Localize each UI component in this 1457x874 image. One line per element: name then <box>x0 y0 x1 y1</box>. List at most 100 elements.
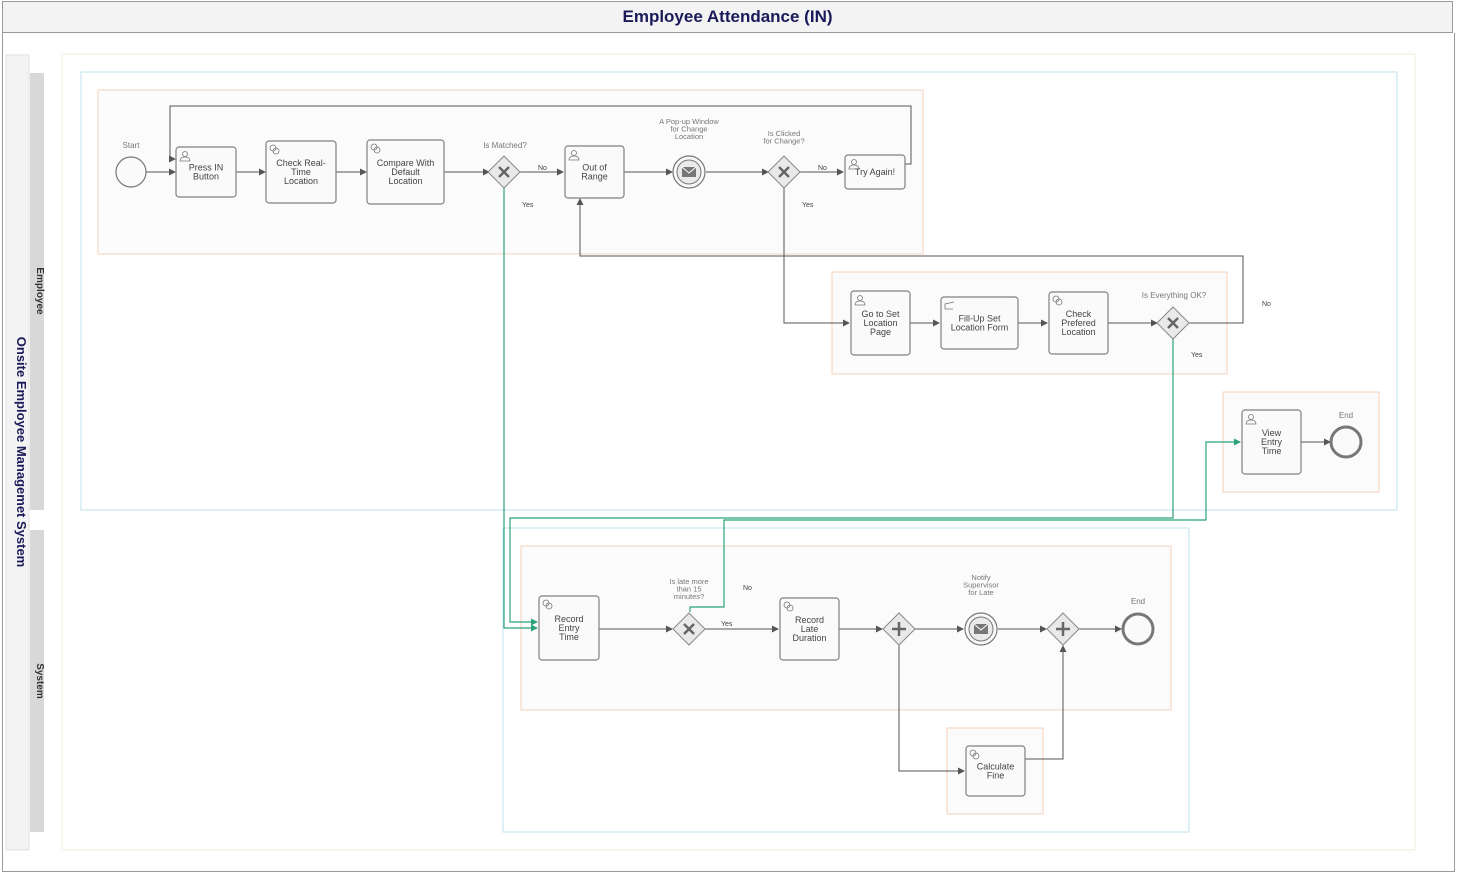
system-lane-container <box>502 527 1190 833</box>
flow-label-yes-late: Yes <box>721 621 733 628</box>
flow-label-yes-clicked: Yes <box>802 202 814 209</box>
task-label-line: Fine <box>987 771 1005 781</box>
notify-message-event <box>964 612 998 646</box>
task-label-line: Entry <box>1261 437 1283 447</box>
lane-bar-employee <box>30 73 44 510</box>
task-label-line: Calculate <box>977 762 1015 772</box>
task-label-line: Time <box>1262 446 1282 456</box>
popup-message-event <box>672 155 706 189</box>
annotation-line: for Late <box>968 588 993 597</box>
annotation-line: for Change <box>670 125 707 134</box>
user-task-icon <box>568 150 580 161</box>
diagram-title: Employee Attendance (IN) <box>622 7 833 26</box>
task-label-line: Record <box>554 614 583 624</box>
task-label-line: Location Form <box>951 323 1009 333</box>
task-label-line: Time <box>291 167 311 177</box>
annotation-line: Location <box>675 132 703 141</box>
task-label-line: Late <box>801 624 819 634</box>
service-task-icon <box>370 143 381 154</box>
sequence-flows <box>146 105 1331 775</box>
task-label-line: Range <box>581 172 608 182</box>
start-label: Start <box>123 141 141 150</box>
flow-label-no-matched: No <box>538 165 547 172</box>
end-event-system: End <box>1121 597 1155 646</box>
annotation-line: for Change? <box>763 137 804 146</box>
task-try-again: Try Again! <box>844 154 906 190</box>
task-label-line: Fill-Up Set <box>958 314 1001 324</box>
service-task-icon <box>269 144 280 155</box>
flow-label-yes-matched: Yes <box>522 202 534 209</box>
diagram-title-bar: Employee Attendance (IN) <box>2 1 1453 33</box>
end-view-label: End <box>1339 411 1353 420</box>
annotation-line: than 15 <box>676 585 701 594</box>
task-label-line: Compare With <box>377 158 435 168</box>
flow-label-yes-ok: Yes <box>1191 352 1203 359</box>
annotation-line: A Pop-up Window <box>659 117 719 126</box>
start-event: Start <box>115 141 147 188</box>
task-label-line: Location <box>388 176 422 186</box>
gateway-is-clicked <box>767 155 801 189</box>
parallel-gateway-join <box>1046 612 1080 646</box>
pool-container <box>61 53 1416 851</box>
user-task-icon <box>848 159 860 170</box>
flow-label-no-ok: No <box>1262 301 1271 308</box>
flow-label-no-clicked: No <box>818 165 827 172</box>
task-label-line: Try Again! <box>855 167 895 177</box>
task-label-line: Duration <box>792 633 826 643</box>
task-label-line: Default <box>391 167 420 177</box>
task-label-line: Entry <box>558 623 580 633</box>
task-label-line: Record <box>795 615 824 625</box>
annotation-line: Supervisor <box>963 581 999 590</box>
lane-label-system: System <box>34 663 45 699</box>
gateway-is-matched-label: Is Matched? <box>483 141 527 150</box>
task-label-line: Press IN <box>189 163 224 173</box>
service-task-icon <box>783 601 794 612</box>
annotation-line: Is Clicked <box>768 129 801 138</box>
annotation-line: Is late more <box>669 577 708 586</box>
user-task-icon <box>179 151 191 162</box>
task-label-line: Location <box>863 318 897 328</box>
gateway-is-late <box>672 612 706 646</box>
service-task-icon <box>969 749 980 760</box>
employee-lane-container <box>80 71 1398 511</box>
task-label-line: Check Real- <box>276 158 326 168</box>
manual-task-icon <box>944 301 955 310</box>
end-event-view: End <box>1329 411 1363 459</box>
task-label-line: Go to Set <box>861 309 900 319</box>
task-label-line: Button <box>193 172 219 182</box>
task-label-line: Prefered <box>1061 318 1096 328</box>
task-label-line: Page <box>870 327 891 337</box>
user-task-icon <box>854 295 866 306</box>
flow-label-no-late: No <box>743 585 752 592</box>
parallel-gateway-split <box>882 612 916 646</box>
task-label-line: Location <box>1061 327 1095 337</box>
lane-label-employee: Employee <box>34 267 45 315</box>
annotation-line: minutes? <box>674 592 704 601</box>
service-task-icon <box>542 599 553 610</box>
pool-label: Onsite Employee Managemet System <box>14 337 29 567</box>
gateway-is-everything-ok-label: Is Everything OK? <box>1142 291 1207 300</box>
pool-band <box>5 54 30 851</box>
task-label-line: Location <box>284 176 318 186</box>
annotation-line: Notify <box>971 573 990 582</box>
end-system-label: End <box>1131 597 1145 606</box>
task-label-line: Check <box>1066 309 1092 319</box>
gateway-is-everything-ok: Is Everything OK? <box>1142 291 1207 340</box>
gateway-is-matched: Is Matched? <box>483 141 527 189</box>
task-label-line: View <box>1262 428 1282 438</box>
task-label-line: Out of <box>582 163 607 173</box>
service-task-icon <box>1052 295 1063 306</box>
